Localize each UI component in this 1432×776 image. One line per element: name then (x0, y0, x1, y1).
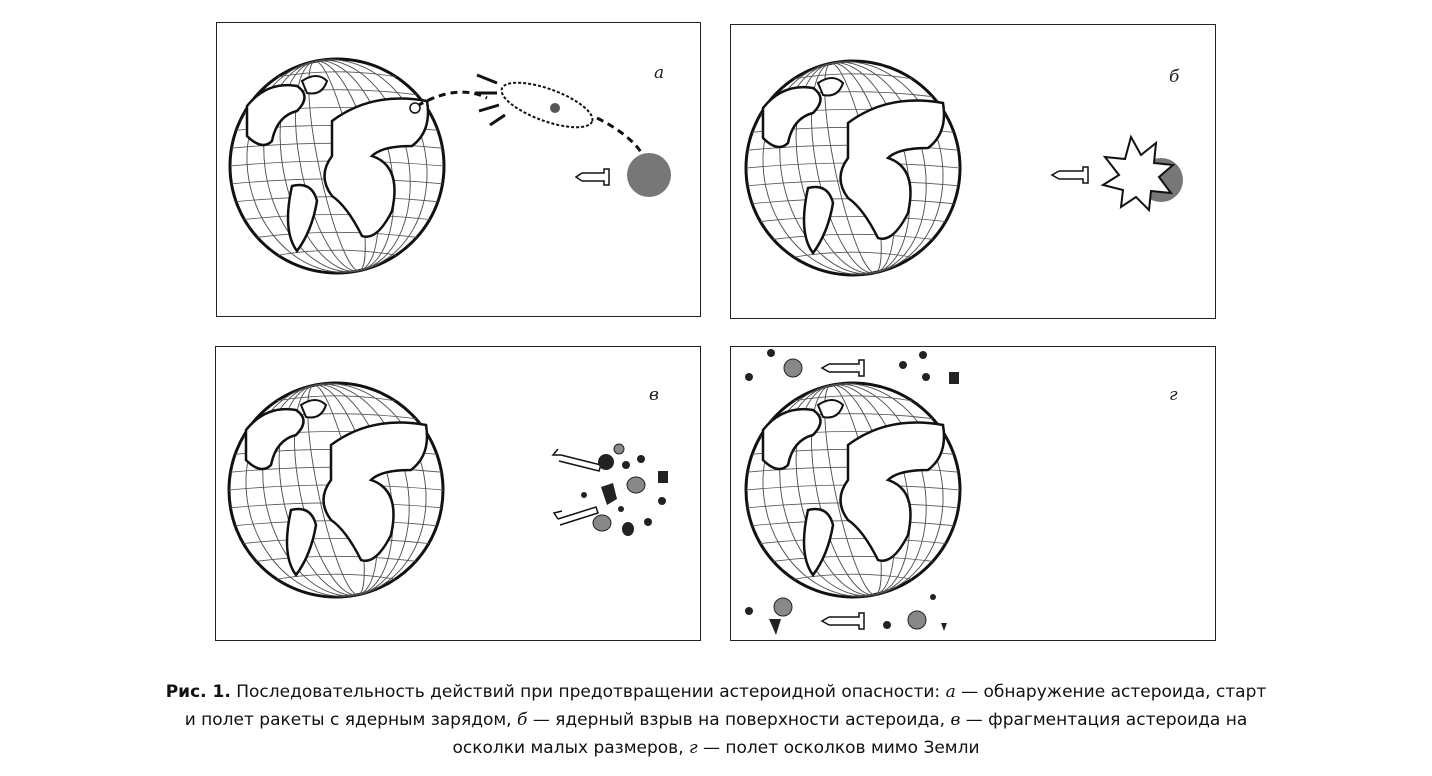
panel-v: в (215, 346, 701, 641)
caption-text: — ядерный взрыв на поверхности астероида… (527, 710, 951, 730)
caption-text: и полет ракеты с ядерным зарядом, (184, 710, 517, 730)
asteroid (627, 153, 671, 197)
panel-label: г (1169, 385, 1178, 405)
caption-text: — фрагментация астероида на (960, 710, 1248, 730)
earth-globe (744, 59, 962, 277)
caption-label: г (689, 738, 698, 758)
caption-text: — полет осколков мимо Земли (697, 738, 980, 758)
panel-a: а (216, 22, 701, 317)
panel-label: б (1169, 67, 1180, 87)
direction-arrow-icon (1050, 166, 1089, 184)
earth-globe (227, 381, 445, 599)
direction-arrow-icon (820, 359, 865, 377)
panel-b: б (730, 24, 1216, 319)
direction-arrow-icon (551, 448, 602, 472)
direction-arrow-icon (552, 506, 599, 526)
caption-label: в (950, 710, 961, 730)
caption-text: осколки малых размеров, (452, 738, 690, 758)
explosion-icon (1100, 134, 1176, 213)
caption-label: а (945, 682, 956, 702)
direction-arrow-icon (574, 168, 610, 186)
direction-arrow-icon (820, 612, 865, 630)
asteroid-fragments (581, 443, 668, 536)
panel-label: в (649, 385, 659, 405)
earth-globe (228, 57, 446, 275)
panel-b-illustration (744, 59, 1183, 277)
figure-caption: Рис. 1. Последовательность действий при … (60, 678, 1372, 762)
panel-g-illustration (744, 349, 962, 635)
panel-v-illustration (227, 381, 668, 599)
caption-text: Последовательность действий при предотвр… (230, 682, 946, 702)
panel-label: а (654, 63, 665, 83)
panel-g: г (730, 346, 1216, 641)
asteroid-fragments (745, 349, 959, 635)
caption-text: — обнаружение астероида, старт (955, 682, 1267, 702)
panel-a-illustration (228, 57, 671, 275)
caption-label: б (516, 710, 528, 730)
earth-globe (744, 381, 962, 599)
rocket-icon (475, 73, 594, 129)
figure-number: Рис. 1. (165, 682, 231, 702)
